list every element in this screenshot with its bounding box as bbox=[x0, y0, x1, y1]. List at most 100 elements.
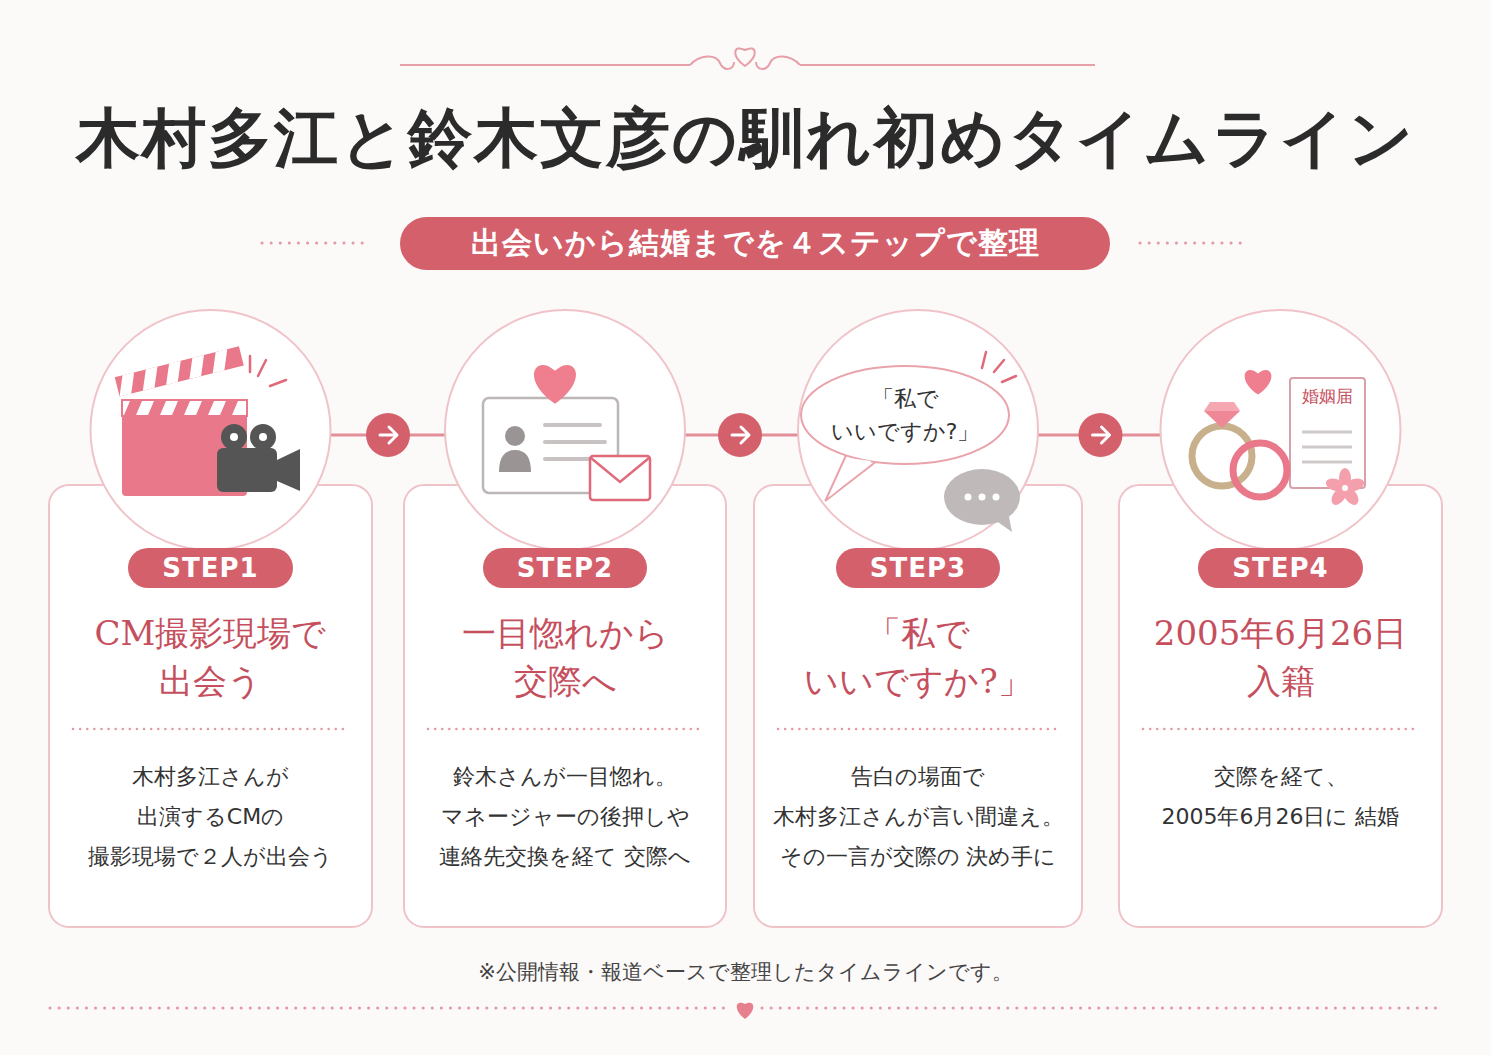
card-frame bbox=[49, 485, 372, 927]
connector bbox=[685, 413, 798, 457]
clapper-stick bbox=[115, 346, 244, 396]
subtitle-band: 出会いから結婚までを４ステップで整理 bbox=[400, 217, 1110, 270]
speech-text: 「私で いいですか?」 bbox=[824, 382, 986, 448]
spark-tick bbox=[994, 360, 1004, 372]
clapper-stripe bbox=[185, 355, 209, 379]
dot bbox=[993, 494, 1000, 501]
person-body bbox=[499, 450, 531, 472]
camera-body bbox=[217, 448, 277, 492]
dotted-rule bbox=[1140, 242, 1245, 245]
step-badge: STEP3 bbox=[836, 548, 1000, 588]
clapper-stripe bbox=[115, 372, 139, 396]
clapper-stick-bar bbox=[115, 346, 244, 396]
card-line bbox=[545, 457, 590, 461]
footer-heart bbox=[737, 1003, 754, 1019]
ring bbox=[1233, 443, 1287, 497]
camera-lens bbox=[277, 449, 300, 491]
sakura-petal bbox=[1324, 476, 1347, 494]
document-line bbox=[1302, 431, 1352, 434]
step-card: CM撮影現場で 出会う木村多江さんが 出演するCMの 撮影現場で２人が出会う ST… bbox=[48, 308, 373, 928]
dot bbox=[979, 494, 986, 501]
ornament-line bbox=[400, 64, 690, 66]
bubble-shape bbox=[801, 366, 1009, 464]
icon-circle bbox=[445, 310, 685, 550]
connector-stub bbox=[1118, 434, 1161, 437]
card-frame bbox=[1119, 485, 1442, 927]
document-line bbox=[1302, 461, 1352, 464]
step-heading: CM撮影現場で 出会う bbox=[66, 610, 356, 705]
dotted-divider bbox=[778, 728, 1058, 731]
connector bbox=[331, 413, 446, 457]
step-icon bbox=[1192, 370, 1366, 508]
arrow-shaft bbox=[380, 434, 396, 437]
camera-reel-hub bbox=[259, 433, 267, 441]
card-line bbox=[545, 440, 605, 444]
clapper-stripe bbox=[138, 366, 162, 390]
arrowhead bbox=[1102, 427, 1110, 443]
icon-circle bbox=[798, 310, 1038, 550]
spark-tick bbox=[258, 360, 266, 376]
arrow-shaft bbox=[732, 434, 748, 437]
diamond-top bbox=[1204, 402, 1240, 411]
step-icon bbox=[115, 346, 300, 496]
ornament-line bbox=[800, 64, 1095, 66]
ornament-swirl bbox=[756, 56, 800, 68]
step-heading: 2005年6月26日 入籍 bbox=[1136, 610, 1426, 705]
dot bbox=[965, 494, 972, 501]
icon-circle bbox=[1161, 310, 1401, 550]
ornament-swirl bbox=[690, 56, 734, 68]
connector-stub bbox=[1038, 434, 1083, 437]
step-card: 「私で いいですか?」告白の場面で 木村多江さんが言い間違え。 その一言が交際の… bbox=[753, 308, 1083, 928]
step-number: STEP3 bbox=[870, 553, 966, 583]
step-number: STEP1 bbox=[162, 553, 258, 583]
heart-icon bbox=[1245, 370, 1272, 395]
card-frame bbox=[404, 485, 726, 927]
dotted-divider bbox=[428, 728, 702, 731]
card-frame bbox=[754, 485, 1082, 927]
clapper-stripe bbox=[148, 401, 166, 415]
clapper-stripe bbox=[208, 349, 232, 373]
arrow-badge bbox=[718, 413, 762, 457]
step-body: 鈴木さんが一目惚れ。 マネージャーの後押しや 連絡先交換を経て 交際へ bbox=[415, 757, 715, 877]
step-body: 木村多江さんが 出演するCMの 撮影現場で２人が出会う bbox=[61, 757, 361, 877]
ornament-heart bbox=[735, 48, 755, 66]
step-card: 2005年6月26日 入籍交際を経て、 2005年6月26日に 結婚STEP4 bbox=[1118, 308, 1443, 928]
dotted-divider bbox=[1143, 728, 1418, 731]
clapper-stripe bbox=[220, 401, 238, 415]
step-badge: STEP2 bbox=[483, 548, 647, 588]
gray-bubble-tail bbox=[995, 512, 1012, 532]
step-number: STEP2 bbox=[517, 553, 613, 583]
arrowhead bbox=[741, 427, 749, 443]
note-label: 婚姻届 bbox=[1290, 385, 1365, 408]
camera-reel-hub bbox=[230, 433, 238, 441]
step-heading: 「私で いいですか?」 bbox=[773, 610, 1063, 705]
step-badge: STEP1 bbox=[128, 548, 292, 588]
dotted-rule bbox=[262, 242, 370, 245]
step-card: 一目惚れから 交際へ鈴木さんが一目惚れ。 マネージャーの後押しや 連絡先交換を経… bbox=[403, 308, 727, 928]
bubble-tail-fill bbox=[829, 458, 871, 497]
sakura-center bbox=[1342, 485, 1348, 491]
clapper-band bbox=[122, 400, 247, 416]
ring bbox=[1192, 426, 1252, 486]
clapper-stripe bbox=[161, 361, 185, 385]
arrow-badge bbox=[1079, 413, 1123, 457]
envelope bbox=[590, 456, 650, 500]
dotted-rule bbox=[762, 1007, 1440, 1010]
arrowhead bbox=[389, 427, 397, 443]
spark-tick bbox=[982, 352, 986, 368]
step-icon bbox=[483, 365, 650, 500]
note-label: ※公開情報・報道ベースで整理したタイムラインです。 bbox=[0, 958, 1491, 986]
clapper-stripe bbox=[172, 401, 190, 415]
diamond-bottom bbox=[1204, 411, 1240, 428]
clapper-stripe bbox=[196, 401, 214, 415]
clapper-stripe bbox=[124, 401, 142, 415]
card-line bbox=[545, 423, 600, 427]
arrow-badge bbox=[366, 413, 410, 457]
step-badge: STEP4 bbox=[1198, 548, 1362, 588]
envelope-flap bbox=[591, 458, 649, 482]
camera-reel bbox=[221, 424, 247, 450]
connector bbox=[1038, 413, 1161, 457]
spark-tick bbox=[270, 380, 286, 386]
speech-bubble: 「私で いいですか?」 bbox=[800, 365, 1010, 465]
